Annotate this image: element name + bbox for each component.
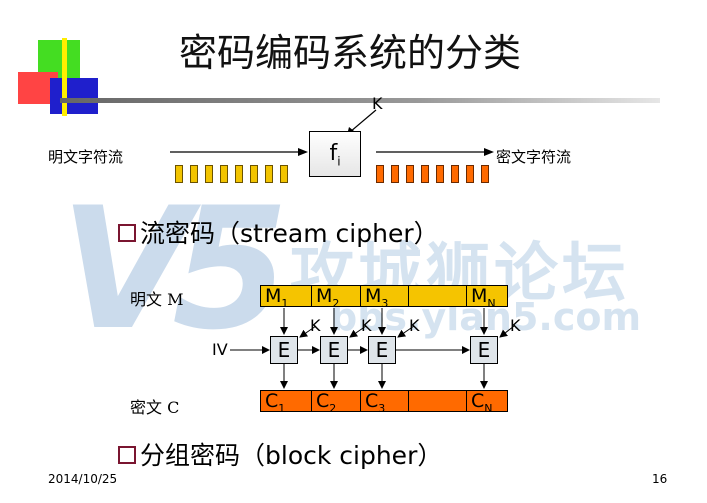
plaintext-bits	[175, 165, 295, 183]
bullet-icon	[118, 446, 136, 464]
encrypt-box: E	[270, 336, 298, 364]
ciphertext-bits	[376, 165, 496, 183]
top-k-label: K	[372, 94, 383, 113]
plaintext-bit	[205, 165, 213, 183]
plaintext-bit	[220, 165, 228, 183]
section-stream-cipher-heading: 流密码（stream cipher）	[118, 214, 439, 250]
iv-label: IV	[212, 340, 228, 359]
ciphertext-bit	[376, 165, 384, 183]
encrypt-box: E	[368, 336, 396, 364]
ciphertext-bit	[451, 165, 459, 183]
ciphertext-blocks: C1 C2 C3 CN	[260, 390, 508, 415]
ciphertext-stream-label: 密文字符流	[496, 148, 572, 166]
bullet-icon	[118, 224, 136, 242]
encrypt-box: E	[470, 336, 498, 364]
ciphertext-c-label: 密文 C	[130, 398, 180, 417]
c-block: CN	[466, 390, 508, 415]
c-block	[408, 390, 466, 412]
plaintext-arrow	[170, 148, 308, 156]
c-block: C2	[311, 390, 360, 415]
ciphertext-bit	[481, 165, 489, 183]
plaintext-m-label: 明文 M	[130, 290, 184, 309]
m-block: M3	[360, 285, 408, 310]
slide-title: 密码编码系统的分类	[178, 31, 521, 75]
m-block: M1	[260, 285, 311, 310]
logo-green-block	[38, 40, 80, 78]
m-block: MN	[466, 285, 508, 310]
plaintext-bit	[265, 165, 273, 183]
section-block-cipher-heading: 分组密码（block cipher）	[118, 436, 442, 472]
section-stream-cipher-label: 流密码（stream cipher）	[140, 219, 439, 248]
ciphertext-bit	[421, 165, 429, 183]
f-function-box: fi	[309, 131, 361, 177]
plaintext-bit	[280, 165, 288, 183]
ciphertext-arrow	[376, 148, 494, 156]
c-block: C3	[360, 390, 408, 415]
footer-date: 2014/10/25	[48, 472, 118, 486]
ciphertext-bit	[436, 165, 444, 183]
m-block: M2	[311, 285, 360, 310]
stream-connectors	[230, 308, 515, 389]
plaintext-bit	[190, 165, 198, 183]
c-block: C1	[260, 390, 311, 415]
plaintext-bit	[235, 165, 243, 183]
section-block-cipher-label: 分组密码（block cipher）	[140, 441, 443, 470]
plaintext-stream-label: 明文字符流	[48, 148, 124, 166]
ciphertext-bit	[406, 165, 414, 183]
logo-yellow-bar	[62, 38, 67, 116]
f-subscript: i	[337, 154, 341, 169]
f-label: f	[329, 141, 338, 166]
title-rule	[60, 98, 660, 103]
k-label-3: K	[409, 316, 420, 335]
watermark-logo: V5	[60, 171, 289, 367]
k-label-1: K	[310, 316, 321, 335]
ciphertext-bit	[466, 165, 474, 183]
plaintext-blocks: M1 M2 M3 MN	[260, 285, 508, 310]
k-label-4: K	[510, 316, 521, 335]
logo-blue-block	[50, 78, 98, 114]
page-number: 16	[652, 472, 668, 486]
m-block	[408, 285, 466, 307]
ciphertext-bit	[391, 165, 399, 183]
k-label-2: K	[361, 316, 372, 335]
plaintext-bit	[250, 165, 258, 183]
encrypt-box: E	[320, 336, 348, 364]
plaintext-bit	[175, 165, 183, 183]
